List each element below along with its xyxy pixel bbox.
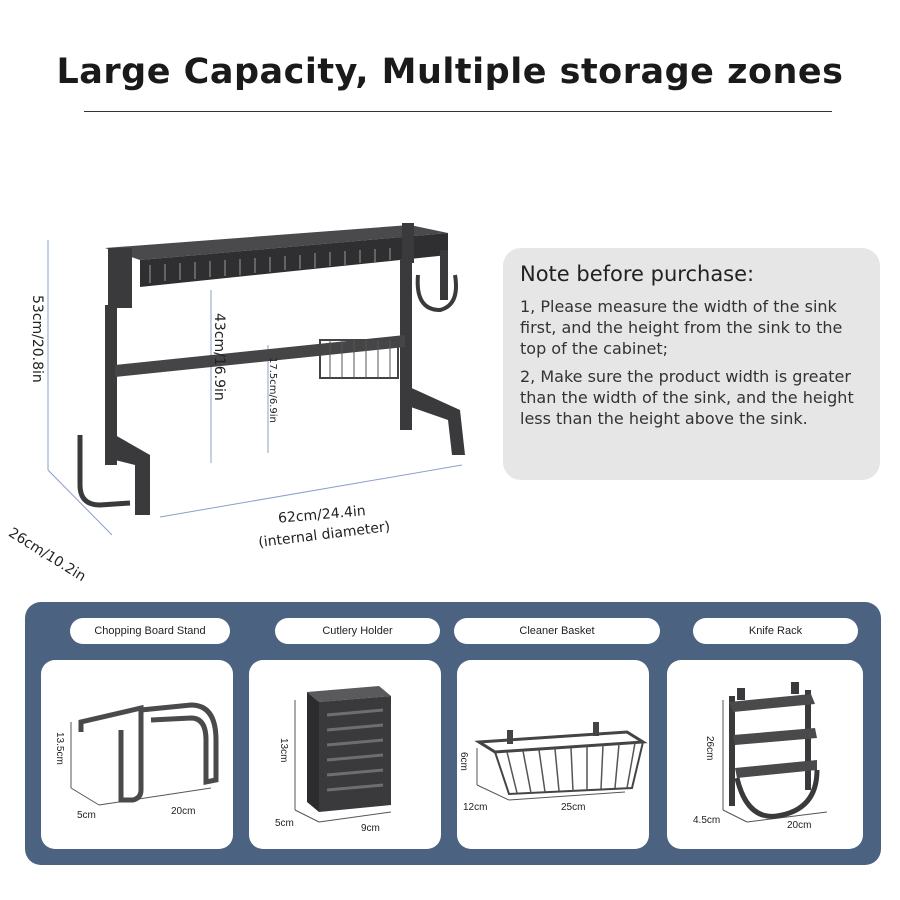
chopping-board-stand-drawing [70,702,219,806]
note-item: 1, Please measure the width of the sink … [520,297,843,358]
knife-rack-drawing [722,682,828,823]
title-divider [84,111,832,112]
rack-illustration: 53cm/20.8in 26cm/10.2in 43cm/16.9in 17.5… [0,215,500,585]
accessory-card-cleaner-basket: 6cm 12cm 25cm [457,660,649,849]
dim-height: 6cm [458,752,469,771]
accessory-label: Cutlery Holder [275,618,440,644]
accessory-label: Cleaner Basket [454,618,660,644]
rack-drawing [47,223,465,536]
accessory-card-chopping-board: 13.5cm 5cm 20cm [41,660,233,849]
dim-depth: 12cm [463,802,488,813]
clearance-label: 43cm/16.9in [211,313,227,401]
note-title: Note before purchase: [520,262,755,286]
accessory-label: Chopping Board Stand [70,618,230,644]
dim-height: 13cm [278,738,289,763]
dim-height: 26cm [704,736,715,761]
dim-depth: 4.5cm [693,815,721,826]
height-total-label: 53cm/20.8in [29,295,45,383]
cutlery-holder-drawing [294,686,392,823]
dim-height: 13.5cm [54,732,65,765]
dim-width: 9cm [361,823,380,834]
page-title: Large Capacity, Multiple storage zones [56,52,844,92]
accessories-panel: Chopping Board Stand Cutlery Holder Clea… [25,602,881,865]
note-item: 2, Make sure the product width is greate… [520,367,854,428]
basket-drop-label: 17.5cm/6.9in [267,357,278,423]
dim-depth: 5cm [275,818,294,829]
dim-width: 20cm [171,806,196,817]
dim-depth: 5cm [77,810,96,821]
cleaner-basket-drawing [474,722,648,801]
accessory-card-knife-rack: 26cm 4.5cm 20cm [667,660,863,849]
purchase-note: Note before purchase: 1, Please measure … [503,248,880,480]
dim-width: 20cm [787,820,812,831]
accessory-card-cutlery-holder: 13cm 5cm 9cm [249,660,441,849]
dim-width: 25cm [561,802,586,813]
accessory-label: Knife Rack [693,618,858,644]
